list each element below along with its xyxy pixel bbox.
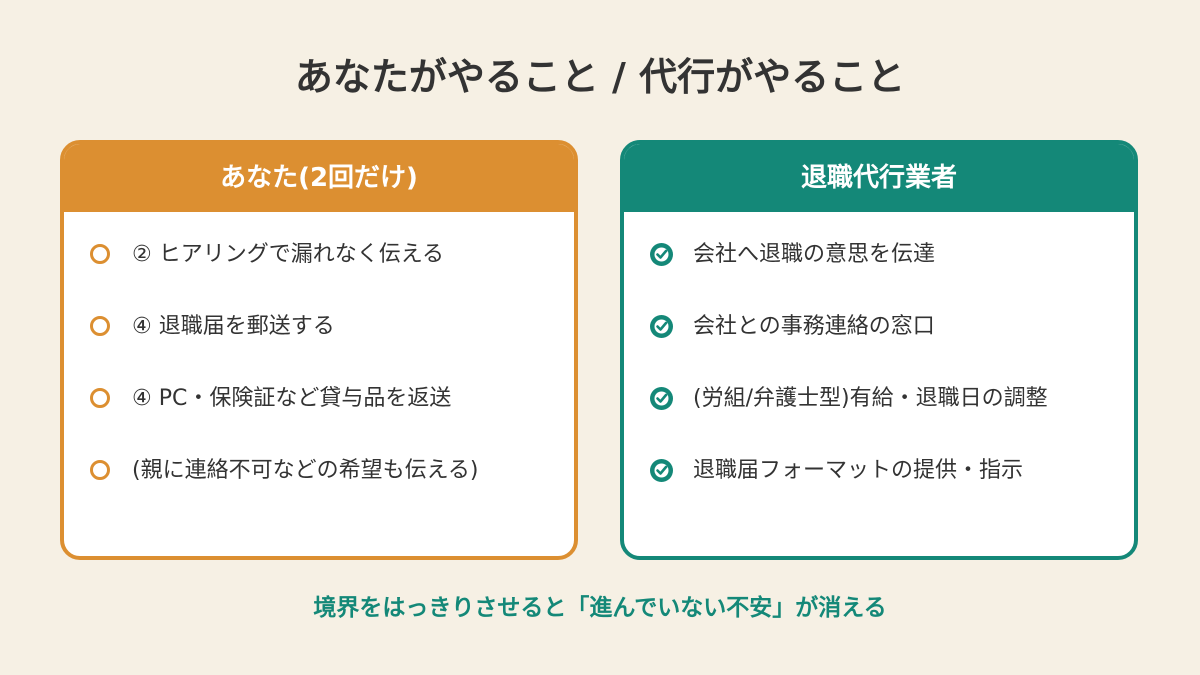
check-circle-icon bbox=[650, 315, 673, 338]
list-item: (労組/弁護士型)有給・退職日の調整 bbox=[624, 382, 1134, 454]
ring-icon bbox=[90, 388, 110, 408]
agent-task-list: 会社へ退職の意思を伝達 会社との事務連絡の窓口 (労組/弁護士型)有給・退職日の… bbox=[624, 212, 1134, 526]
agent-card-header: 退職代行業者 bbox=[624, 144, 1134, 212]
list-item: 退職届フォーマットの提供・指示 bbox=[624, 454, 1134, 526]
list-item: ④ 退職届を郵送する bbox=[64, 310, 574, 382]
you-card-header: あなた(2回だけ) bbox=[64, 144, 574, 212]
ring-icon bbox=[90, 316, 110, 336]
list-item-label: ④ 退職届を郵送する bbox=[132, 314, 335, 339]
check-circle-icon bbox=[650, 459, 673, 482]
list-item-label: 会社へ退職の意思を伝達 bbox=[693, 242, 936, 267]
list-item: 会社との事務連絡の窓口 bbox=[624, 310, 1134, 382]
agent-card: 退職代行業者 会社へ退職の意思を伝達 会社との事務連絡の窓口 (労組/弁護士型)… bbox=[620, 140, 1138, 560]
list-item: ④ PC・保険証など貸与品を返送 bbox=[64, 382, 574, 454]
check-circle-icon bbox=[650, 387, 673, 410]
list-item: (親に連絡不可などの希望も伝える) bbox=[64, 454, 574, 526]
you-task-list: ② ヒアリングで漏れなく伝える ④ 退職届を郵送する ④ PC・保険証など貸与品… bbox=[64, 212, 574, 526]
check-circle-icon bbox=[650, 243, 673, 266]
list-item-label: (親に連絡不可などの希望も伝える) bbox=[132, 458, 479, 483]
list-item: ② ヒアリングで漏れなく伝える bbox=[64, 238, 574, 310]
you-card: あなた(2回だけ) ② ヒアリングで漏れなく伝える ④ 退職届を郵送する ④ P… bbox=[60, 140, 578, 560]
list-item-label: ② ヒアリングで漏れなく伝える bbox=[132, 242, 445, 267]
ring-icon bbox=[90, 244, 110, 264]
page-title: あなたがやること / 代行がやること bbox=[294, 55, 906, 99]
list-item-label: 会社との事務連絡の窓口 bbox=[693, 314, 935, 339]
footer-message: 境界をはっきりさせると「進んでいない不安」が消える bbox=[313, 595, 887, 621]
list-item-label: 退職届フォーマットの提供・指示 bbox=[693, 458, 1024, 483]
ring-icon bbox=[90, 460, 110, 480]
list-item: 会社へ退職の意思を伝達 bbox=[624, 238, 1134, 310]
list-item-label: ④ PC・保険証など貸与品を返送 bbox=[132, 386, 452, 411]
list-item-label: (労組/弁護士型)有給・退職日の調整 bbox=[693, 386, 1048, 411]
